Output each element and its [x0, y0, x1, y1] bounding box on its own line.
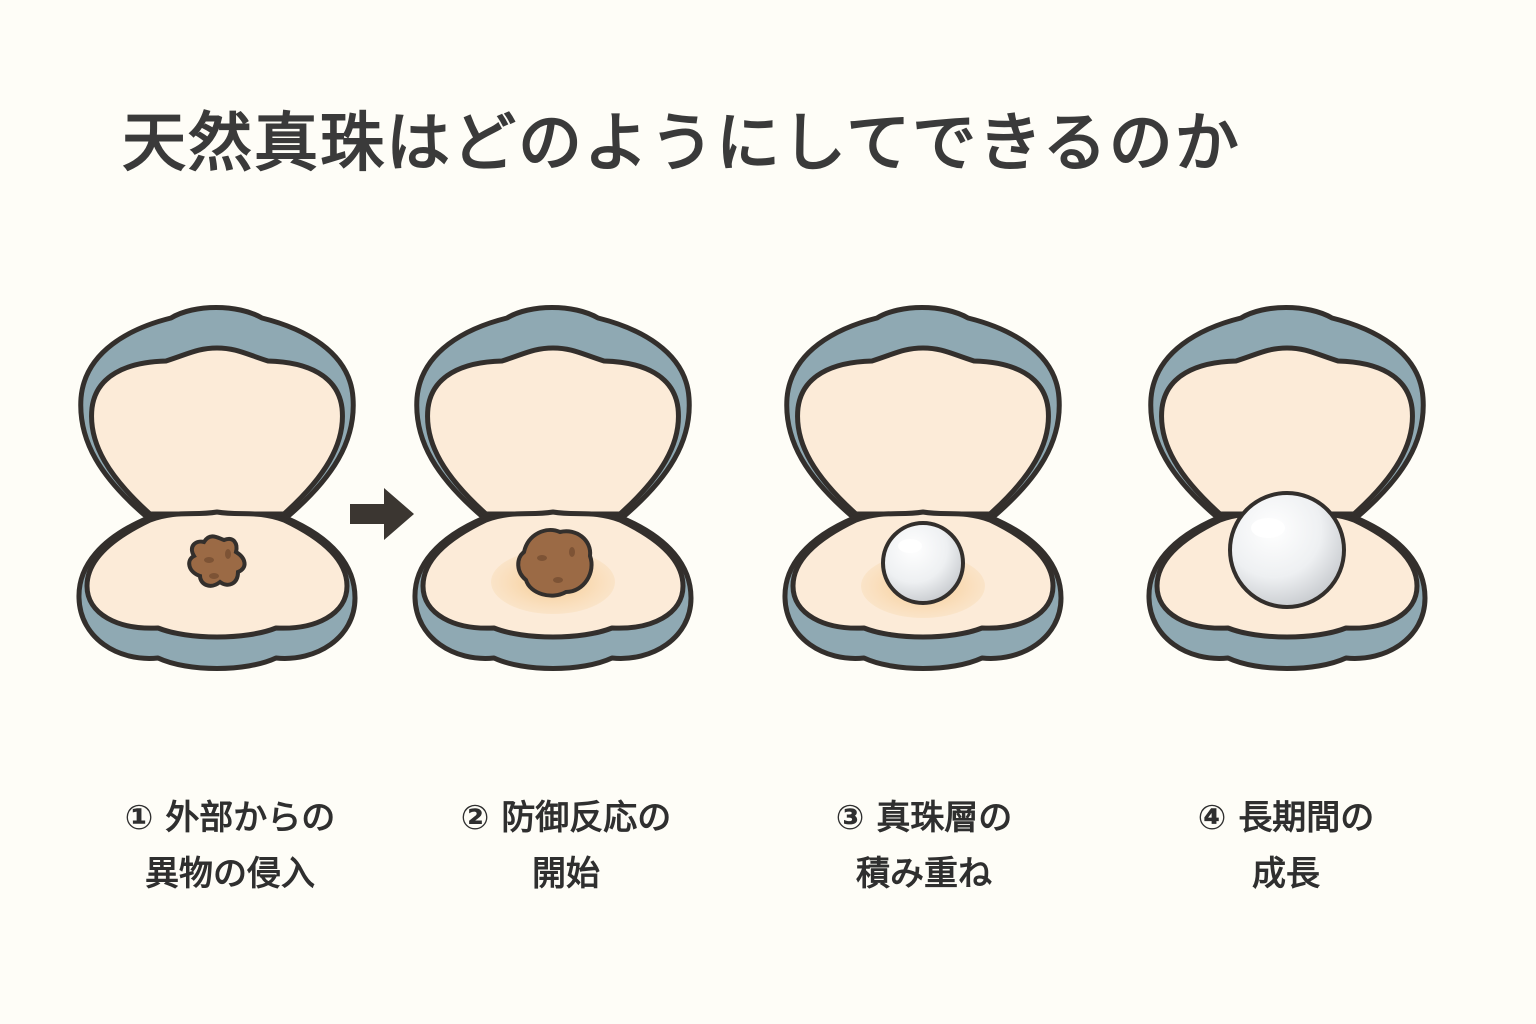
irritant-particle: [187, 534, 247, 588]
pearl: [881, 521, 965, 605]
oyster-shell-icon: [782, 296, 1064, 678]
step-label-4: ④ 長期間の 成長: [1116, 790, 1456, 902]
oyster-shell-icon: [1146, 296, 1428, 678]
page-title: 天然真珠はどのようにしてできるのか: [122, 107, 1241, 181]
step-label-2: ② 防御反応の 開始: [396, 790, 736, 902]
step-title-line1: 真珠層の: [876, 798, 1013, 838]
oyster-shell-icon: [412, 296, 694, 678]
step-number: ①: [124, 798, 154, 838]
step-title-line2: 成長: [1252, 854, 1320, 894]
irritant-particle: [516, 528, 594, 598]
step-number: ③: [835, 798, 865, 838]
step-title-line1: 長期間の: [1238, 798, 1375, 838]
step-number: ②: [460, 798, 490, 838]
step-title-line1: 防御反応の: [501, 798, 672, 838]
arrow-right-icon: [350, 488, 414, 540]
step-label-3: ③ 真珠層の 積み重ね: [754, 790, 1094, 902]
step-title-line2: 積み重ね: [856, 854, 992, 894]
step-title-line2: 開始: [532, 854, 600, 894]
oyster-shell-icon: [76, 296, 358, 678]
step-number: ④: [1197, 798, 1227, 838]
step-label-1: ① 外部からの 異物の侵入: [60, 790, 400, 902]
step-title-line2: 異物の侵入: [145, 854, 315, 894]
step-title-line1: 外部からの: [165, 798, 336, 838]
pearl: [1228, 491, 1346, 609]
